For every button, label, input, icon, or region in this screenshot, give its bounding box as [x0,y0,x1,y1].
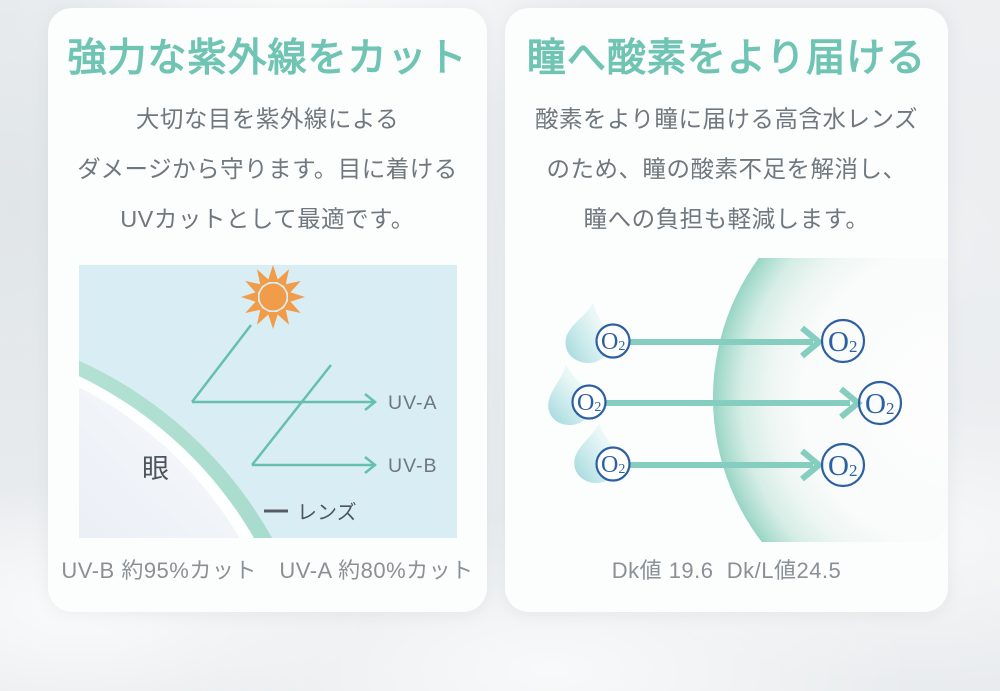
uv-description-line-2: ダメージから守ります。目に着ける [77,156,458,182]
o2-badges-left: O2 O2 O2 [571,323,631,482]
uv-description-line-1: 大切な目を紫外線による [135,106,400,132]
uv-rays [190,324,377,474]
oxygen-description-line-3: 瞳への負担も軽減します。 [583,206,870,232]
oxygen-flow-diagram: O2 O2 O2 O2 O2 O2 [548,258,948,542]
uv-card-description: 大切な目を紫外線による ダメージから守ります。目に着ける UVカットとして最適で… [48,94,487,244]
oxygen-description-line-1: 酸素をより瞳に届ける高含水レンズ [534,106,919,132]
oxygen-arrowhead-icon-3 [800,448,824,482]
uvb-arrowhead-icon [363,456,377,474]
o2-badge-left-1: O2 [595,323,631,359]
uv-cut-card: 強力な紫外線をカット 大切な目を紫外線による ダメージから守ります。目に着ける … [48,8,487,612]
svg-text:O2: O2 [601,329,625,355]
sun-icon [240,265,305,329]
eye-label: 眼 [142,454,169,484]
svg-text:O2: O2 [828,450,857,482]
eye-shape [78,387,239,538]
oxygen-arrowhead-icon-1 [800,325,824,359]
uva-label: UV-A [388,392,438,414]
lens-label: レンズ [297,501,357,524]
oxygen-arrows [606,325,863,482]
uv-cut-stats: UV-B 約95%カット UV-A 約80%カット [61,558,474,583]
uva-arrowhead-icon [363,393,377,411]
o2-badge-left-2: O2 [571,384,607,420]
svg-text:O2: O2 [601,452,625,478]
oxygen-description-line-2: のため、瞳の酸素不足を解消し、 [546,156,907,182]
oxygen-stats: Dk値 19.6 Dk/L値24.5 [611,558,842,583]
o2-badge-right-1: O2 [820,318,866,364]
eye-lens-cross-section [78,360,272,538]
uva-incoming-ray [190,324,252,403]
o2-badge-right-2: O2 [857,380,903,426]
uvb-label: UV-B [388,455,438,477]
uv-block-diagram: UV-A UV-B 眼 レンズ [78,265,457,538]
oxygen-card-title: 瞳へ酸素をより届ける [526,37,927,80]
uv-card-title: 強力な紫外線をカット [67,37,468,80]
o2-badge-left-3: O2 [595,446,631,482]
svg-text:O2: O2 [577,390,601,416]
o2-badge-right-3: O2 [820,442,866,488]
uv-description-line-3: UVカットとして最適です。 [120,206,415,232]
oxygen-card-description: 酸素をより瞳に届ける高含水レンズ のため、瞳の酸素不足を解消し、 瞳への負担も軽… [505,94,948,244]
uvb-incoming-ray [250,364,332,466]
svg-text:O2: O2 [828,326,857,358]
o2-badges-right: O2 O2 O2 [820,318,903,488]
svg-text:O2: O2 [865,388,894,420]
oxygen-card: 瞳へ酸素をより届ける 酸素をより瞳に届ける高含水レンズ のため、瞳の酸素不足を解… [505,8,948,612]
